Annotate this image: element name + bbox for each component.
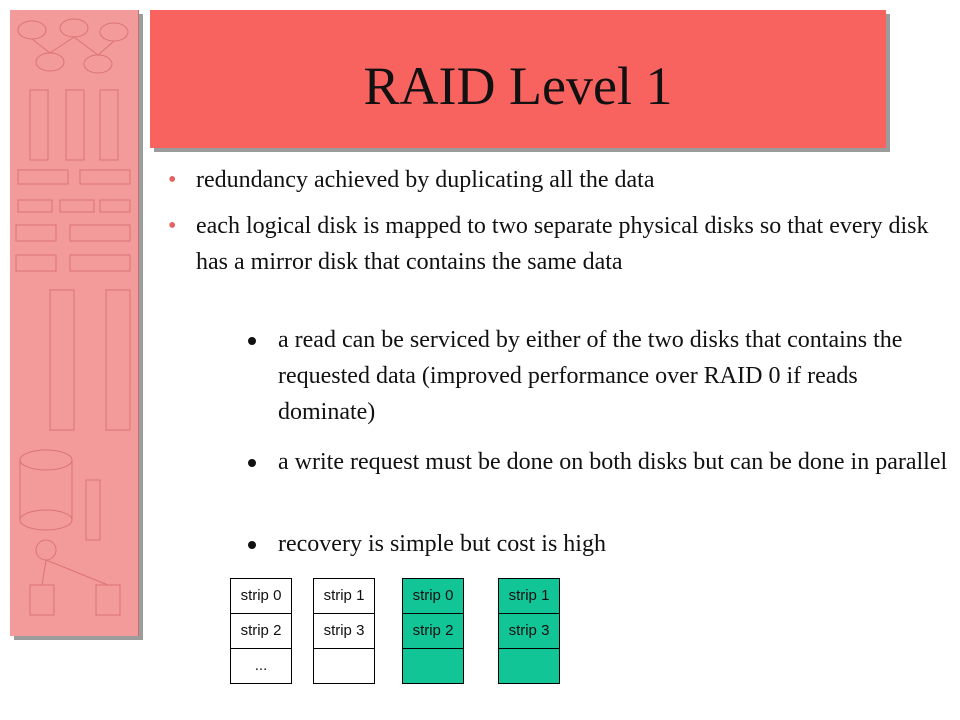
sub-bullet-marker-icon [248, 459, 256, 467]
sub-bullet-marker-icon [248, 337, 256, 345]
bullet-text: redundancy achieved by duplicating all t… [196, 167, 655, 193]
disk-strip: strip 0 [403, 579, 463, 614]
title-banner: RAID Level 1 [150, 10, 886, 148]
bullet-text: each logical disk is mapped to two separ… [196, 213, 929, 275]
sub-bullet-item: a write request must be done on both dis… [248, 444, 948, 480]
disk-strip [499, 649, 559, 683]
mirror-disk-2: strip 1 strip 3 [498, 578, 560, 684]
disk-strip: strip 0 [231, 579, 291, 614]
disk-strip: strip 3 [314, 614, 374, 649]
disk-strip: strip 1 [314, 579, 374, 614]
sub-bullet-text: a read can be serviced by either of the … [278, 327, 903, 425]
disk-2: strip 1 strip 3 [313, 578, 375, 684]
bullet-item: • each logical disk is mapped to two sep… [168, 208, 940, 280]
sub-bullet-item: recovery is simple but cost is high [248, 526, 948, 562]
disk-strip: strip 1 [499, 579, 559, 614]
decorative-side-panel [10, 10, 139, 636]
bullet-item: • redundancy achieved by duplicating all… [168, 162, 936, 198]
disk-strip: strip 2 [403, 614, 463, 649]
disk-strip: ... [254, 657, 268, 674]
bullet-marker-icon: • [168, 167, 177, 193]
sub-bullet-item: a read can be serviced by either of the … [248, 322, 948, 430]
decorative-diagram-icon [15, 18, 131, 616]
disk-strip [403, 649, 463, 683]
disk-strip [314, 649, 374, 683]
bullet-marker-icon: • [168, 213, 177, 239]
disk-strip: strip 2 [231, 614, 291, 649]
sub-bullet-marker-icon [248, 541, 256, 549]
disk-strip: strip 3 [499, 614, 559, 649]
mirror-disk-1: strip 0 strip 2 [402, 578, 464, 684]
disk-1: strip 0 strip 2 ... [230, 578, 292, 684]
slide-title: RAID Level 1 [363, 56, 673, 116]
sub-bullet-text: a write request must be done on both dis… [278, 449, 948, 475]
sub-bullet-text: recovery is simple but cost is high [278, 531, 606, 557]
